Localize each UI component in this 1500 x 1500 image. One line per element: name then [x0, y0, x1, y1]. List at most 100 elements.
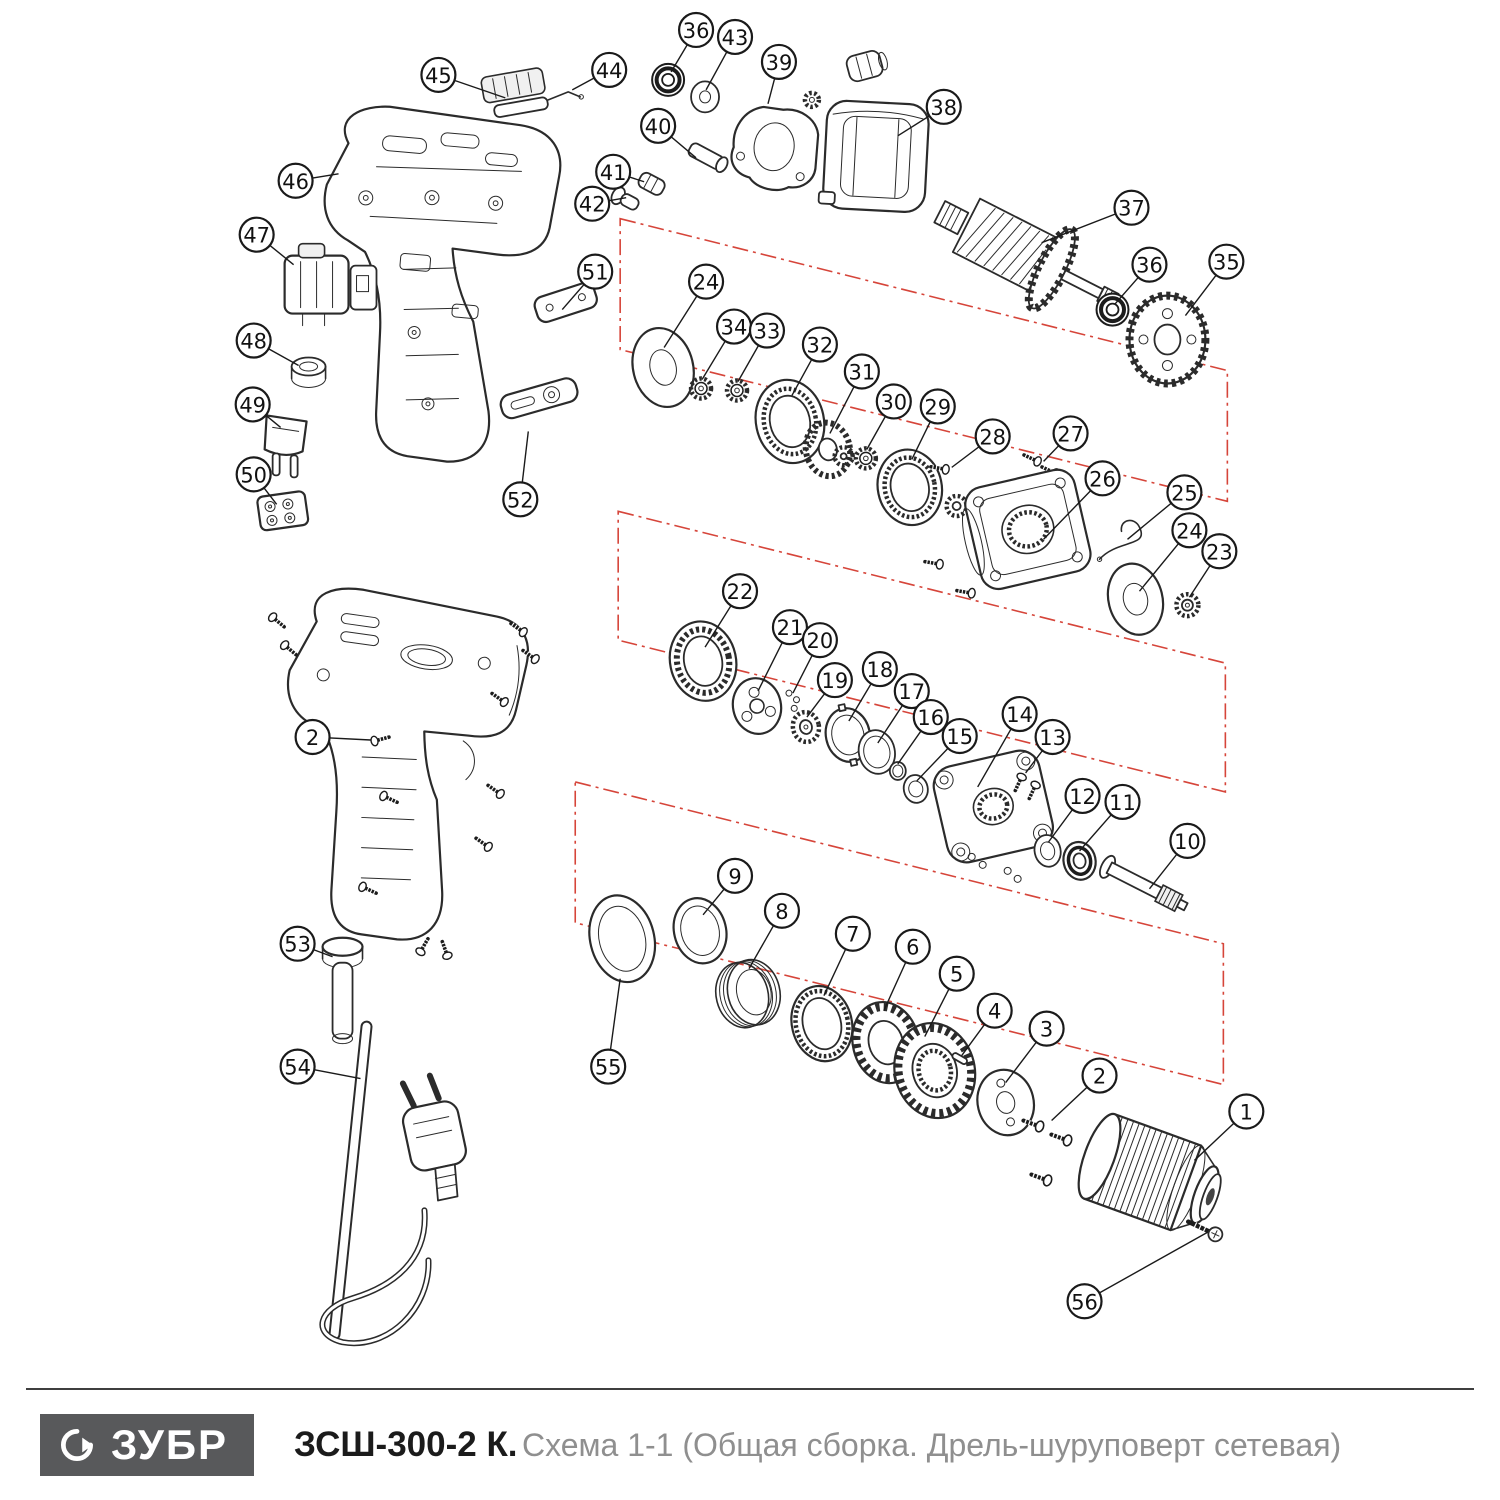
callout-32: 32	[801, 326, 838, 363]
svg-text:7: 7	[846, 923, 859, 947]
callout-28: 28	[974, 418, 1011, 455]
assembly-box-1	[619, 217, 1229, 503]
callout-7: 7	[834, 915, 871, 952]
callout-25: 25	[1166, 474, 1203, 511]
callout-43: 43	[716, 18, 754, 56]
svg-text:36: 36	[683, 19, 710, 43]
svg-text:40: 40	[645, 115, 672, 139]
screw-2c	[1030, 1169, 1054, 1187]
footer: ЗУБР ЗСШ-300-2 К. Схема 1-1 (Общая сборк…	[26, 1388, 1474, 1500]
part-switch-slider	[480, 67, 549, 118]
callout-18: 18	[861, 651, 898, 688]
callout-55: 55	[590, 1048, 627, 1085]
svg-text:50: 50	[240, 463, 267, 487]
part-spring-clip	[547, 91, 584, 101]
svg-text:28: 28	[979, 425, 1006, 449]
part-washer-55	[588, 894, 657, 984]
callout-14: 14	[1001, 695, 1038, 733]
svg-text:37: 37	[1118, 197, 1145, 221]
svg-text:52: 52	[507, 488, 534, 512]
part-screw-56	[1185, 1219, 1224, 1243]
part-adjust-ring-7	[790, 985, 854, 1063]
svg-text:44: 44	[596, 59, 623, 83]
parts-layer	[256, 50, 1224, 1347]
callout-10: 10	[1169, 822, 1206, 859]
part-oring-16	[888, 761, 907, 781]
svg-text:31: 31	[849, 361, 876, 385]
part-washer-9	[672, 897, 728, 965]
part-41	[637, 171, 666, 196]
svg-text:29: 29	[924, 395, 951, 419]
part-washer-24b	[1106, 562, 1165, 636]
callout-4: 4	[976, 992, 1013, 1029]
svg-text:21: 21	[777, 616, 804, 640]
svg-text:49: 49	[239, 393, 266, 417]
part-stator	[817, 99, 930, 213]
callout-19: 19	[816, 662, 853, 699]
callout-27: 27	[1052, 415, 1089, 452]
callout-26: 26	[1084, 460, 1121, 497]
part-rod-54	[328, 1020, 373, 1341]
part-spring-8	[714, 958, 782, 1029]
svg-text:38: 38	[930, 96, 957, 120]
part-ring-48	[290, 356, 327, 388]
part-power-cord	[319, 1072, 467, 1347]
svg-text:24: 24	[1176, 519, 1203, 543]
scheme-subtitle: Схема 1-1 (Общая сборка. Дрель-шуруповер…	[521, 1427, 1342, 1464]
callout-47: 47	[238, 216, 275, 253]
callout-24: 24	[687, 263, 725, 300]
svg-text:14: 14	[1006, 703, 1033, 727]
part-plate-3	[976, 1068, 1036, 1137]
svg-text:25: 25	[1171, 481, 1198, 505]
part-ring-15	[902, 774, 929, 804]
svg-text:23: 23	[1206, 540, 1233, 564]
callout-16: 16	[912, 698, 949, 736]
callout-8: 8	[763, 892, 801, 929]
callout-2: 2	[1081, 1057, 1118, 1094]
svg-text:22: 22	[727, 580, 754, 604]
svg-text:30: 30	[880, 390, 907, 414]
svg-text:6: 6	[906, 936, 919, 960]
svg-text:53: 53	[284, 933, 311, 957]
callout-11: 11	[1104, 783, 1141, 821]
part-gear-30	[856, 448, 876, 468]
callout-15: 15	[941, 717, 978, 755]
assembly-box-2	[617, 510, 1227, 793]
svg-text:10: 10	[1174, 830, 1201, 854]
brand-logo-icon	[61, 1429, 94, 1462]
callout-37: 37	[1113, 189, 1150, 226]
callout-34: 34	[715, 308, 753, 345]
callout-52: 52	[502, 481, 539, 518]
svg-text:47: 47	[243, 224, 270, 248]
svg-text:11: 11	[1109, 791, 1136, 815]
svg-text:16: 16	[917, 706, 944, 730]
part-gear-23	[1174, 591, 1201, 619]
svg-text:35: 35	[1213, 251, 1240, 275]
callout-39: 39	[760, 43, 798, 80]
part-gear-33	[727, 380, 747, 400]
part-carrier-21	[731, 677, 800, 735]
svg-text:4: 4	[988, 1000, 1001, 1024]
svg-text:43: 43	[722, 26, 749, 50]
callout-45: 45	[420, 56, 457, 93]
screw-28b	[922, 555, 946, 572]
part-gear-case	[730, 105, 820, 192]
svg-text:2: 2	[1093, 1065, 1106, 1089]
callout-13: 13	[1034, 718, 1071, 756]
part-trigger-switch	[283, 242, 378, 327]
svg-text:34: 34	[721, 316, 748, 340]
svg-text:19: 19	[822, 669, 849, 693]
callout-23: 23	[1201, 533, 1238, 570]
svg-text:46: 46	[282, 170, 309, 194]
part-bearing-11	[1062, 840, 1097, 881]
part-button-52	[499, 377, 579, 420]
svg-text:33: 33	[754, 320, 781, 344]
svg-text:13: 13	[1039, 726, 1066, 750]
callout-36: 36	[1131, 246, 1168, 283]
callout-56: 56	[1066, 1283, 1103, 1320]
svg-text:1: 1	[1240, 1101, 1253, 1125]
model-number: ЗСШ-300-2 К.	[294, 1425, 518, 1465]
part-pin-4	[951, 1052, 968, 1065]
callout-leader-56	[1084, 1231, 1208, 1302]
svg-text:3: 3	[1040, 1018, 1053, 1042]
